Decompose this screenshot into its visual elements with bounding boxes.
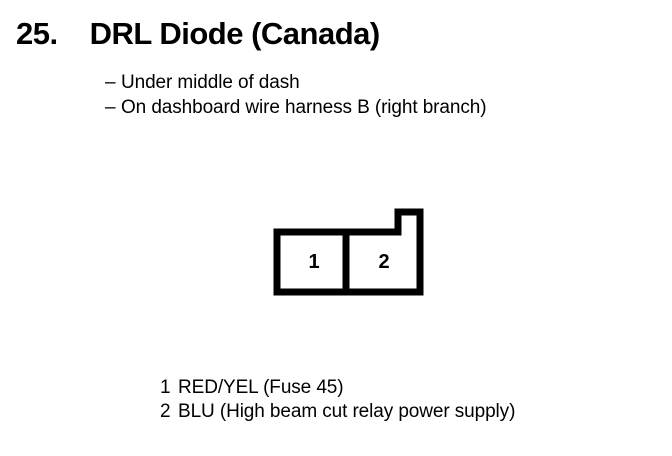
- heading-item-number: 25.: [16, 16, 58, 51]
- dash-bullet-icon: –: [105, 72, 116, 93]
- terminal-legend-text: RED/YEL (Fuse 45): [178, 377, 344, 398]
- location-notes-list: –Under middle of dash –On dashboard wire…: [105, 70, 645, 120]
- location-note-text: Under middle of dash: [121, 72, 300, 93]
- terminal-legend-row: 1 RED/YEL (Fuse 45): [160, 376, 650, 400]
- terminal-legend-text: BLU (High beam cut relay power supply): [178, 401, 516, 422]
- terminal-legend-number: 1: [160, 377, 171, 398]
- page-title: DRL Diode (Canada): [89, 16, 381, 51]
- terminal-legend-list: 1 RED/YEL (Fuse 45) 2 BLU (High beam cut r…: [160, 376, 650, 424]
- connector-terminal-number-2: 2: [378, 251, 390, 273]
- location-note-item: –On dashboard wire harness B (right bran…: [105, 95, 645, 120]
- dash-bullet-icon: –: [105, 97, 116, 118]
- location-note-item: –Under middle of dash: [105, 70, 645, 95]
- location-note-text: On dashboard wire harness B (right branc…: [121, 97, 487, 118]
- terminal-legend-number: 2: [160, 401, 171, 422]
- page-heading: 25. DRL Diode (Canada): [16, 17, 636, 53]
- connector-terminal-number-1: 1: [308, 251, 320, 273]
- connector-diagram: 1 2: [273, 208, 425, 296]
- connector-outline-icon: [273, 208, 424, 296]
- terminal-legend-row: 2 BLU (High beam cut relay power supply): [160, 400, 650, 424]
